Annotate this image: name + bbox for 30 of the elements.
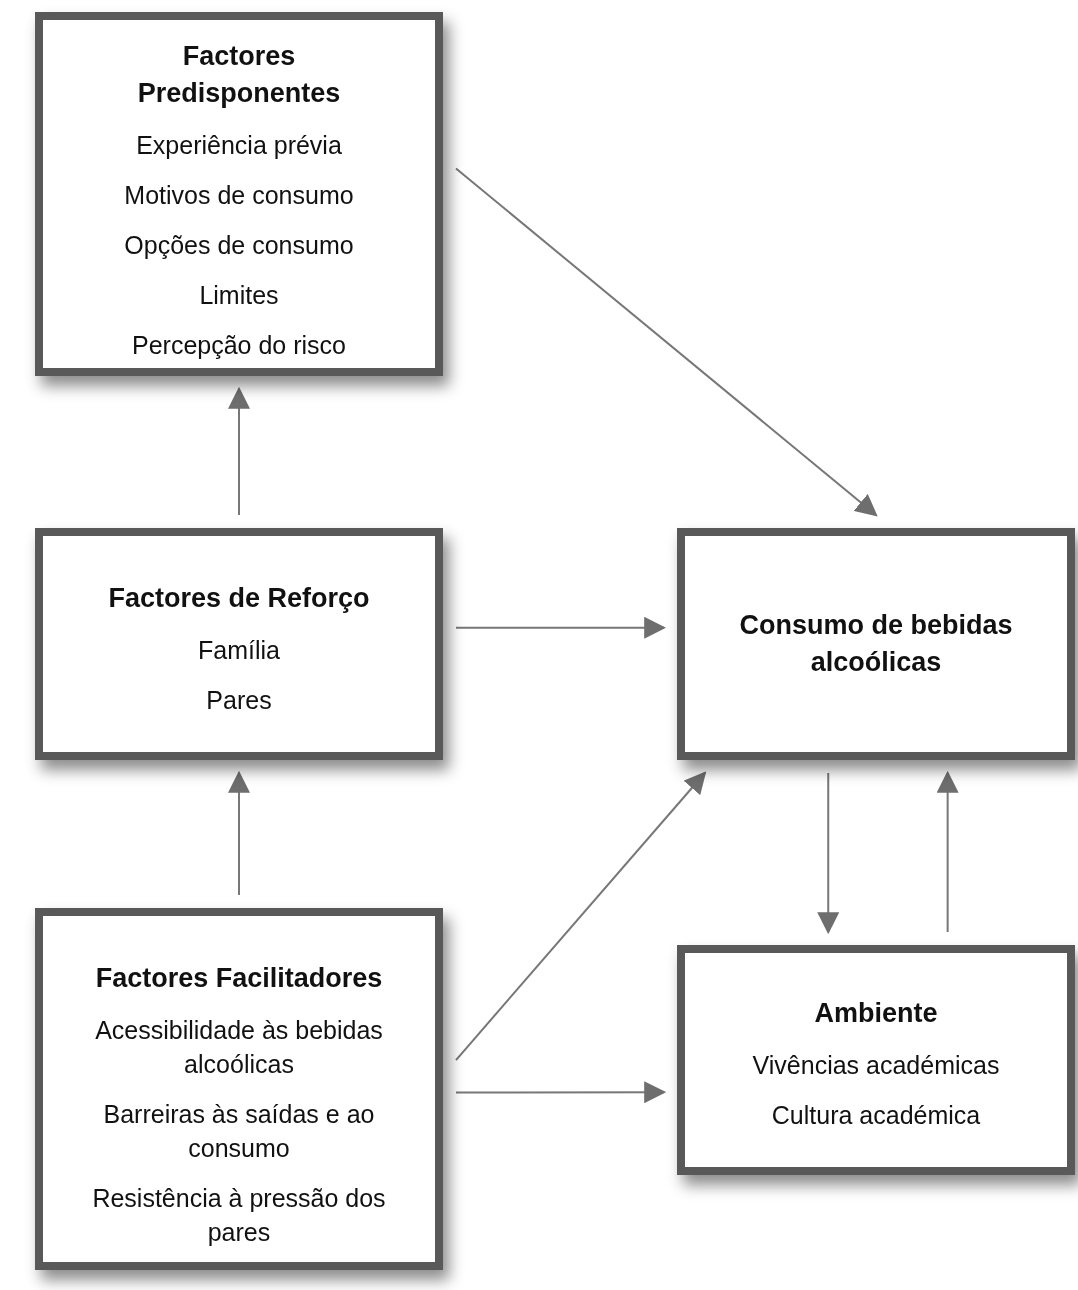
factor-item: Opções de consumo xyxy=(124,230,354,261)
factor-box xyxy=(677,528,1075,760)
box-heading: Factores Predisponentes xyxy=(136,40,342,110)
arrow xyxy=(455,1081,667,1104)
factor-item: Limites xyxy=(199,280,279,311)
factor-item: Família xyxy=(198,635,280,666)
factor-item: Resistência à pressão dos pares xyxy=(91,1183,387,1248)
arrow xyxy=(455,771,707,1062)
factor-item: Percepção do risco xyxy=(132,330,346,361)
factor-box xyxy=(35,12,443,376)
box-heading: Factores Facilitadores xyxy=(95,962,383,995)
arrow xyxy=(936,770,959,933)
factor-item: Cultura académica xyxy=(771,1100,981,1131)
factor-item: Acessibilidade às bebidas alcoólicas xyxy=(94,1015,384,1080)
box-heading: Factores de Reforço xyxy=(108,582,370,615)
factor-item: Motivos de consumo xyxy=(124,180,354,211)
arrow xyxy=(817,772,840,935)
factor-box xyxy=(35,908,443,1270)
factor-item: Pares xyxy=(206,685,272,716)
box-heading: Consumo de bebidas alcoólicas xyxy=(738,609,1014,679)
box-heading: Ambiente xyxy=(814,997,938,1030)
arrow xyxy=(455,616,667,639)
arrow xyxy=(455,167,878,517)
factor-box xyxy=(35,528,443,760)
arrow xyxy=(228,386,250,516)
factor-box xyxy=(677,945,1075,1175)
factor-item: Vivências académicas xyxy=(752,1050,1000,1081)
factor-item: Experiência prévia xyxy=(136,130,342,161)
factor-item: Barreiras às saídas e ao consumo xyxy=(102,1099,376,1164)
arrow xyxy=(228,770,250,896)
